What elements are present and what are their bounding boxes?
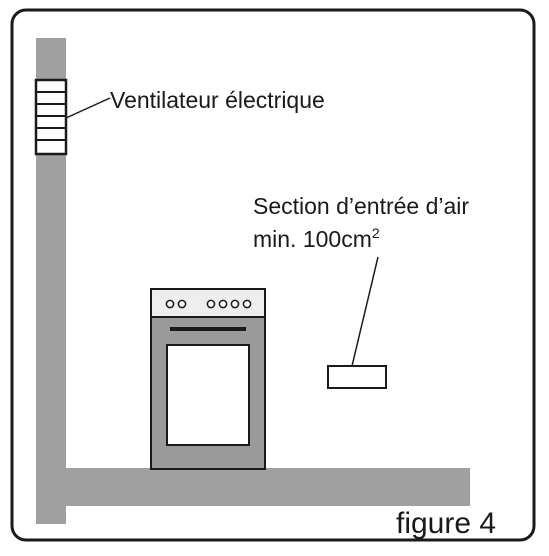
cooker-knob [165,299,175,309]
figure-border [10,8,536,542]
electric-fan-icon [34,78,68,156]
cooker-icon [150,288,266,470]
cooker-knob [218,299,228,309]
cooker-knob [177,299,187,309]
cooker-knob [206,299,216,309]
air-inlet-label-line2: min. 100cm2 [253,225,380,252]
fan-label: Ventilateur électrique [110,87,325,113]
cooker-knob [242,299,252,309]
cooker-oven-door [166,344,250,446]
air-inlet-leader-line [351,256,379,367]
floor [36,468,470,506]
figure-caption: figure 4 [396,507,496,540]
cooker-handle [170,327,246,331]
air-inlet-vent [327,365,387,389]
fan-leader-line [65,97,111,119]
air-inlet-label-line1: Section d’entrée d’air [253,193,469,219]
cooker-knob [230,299,240,309]
